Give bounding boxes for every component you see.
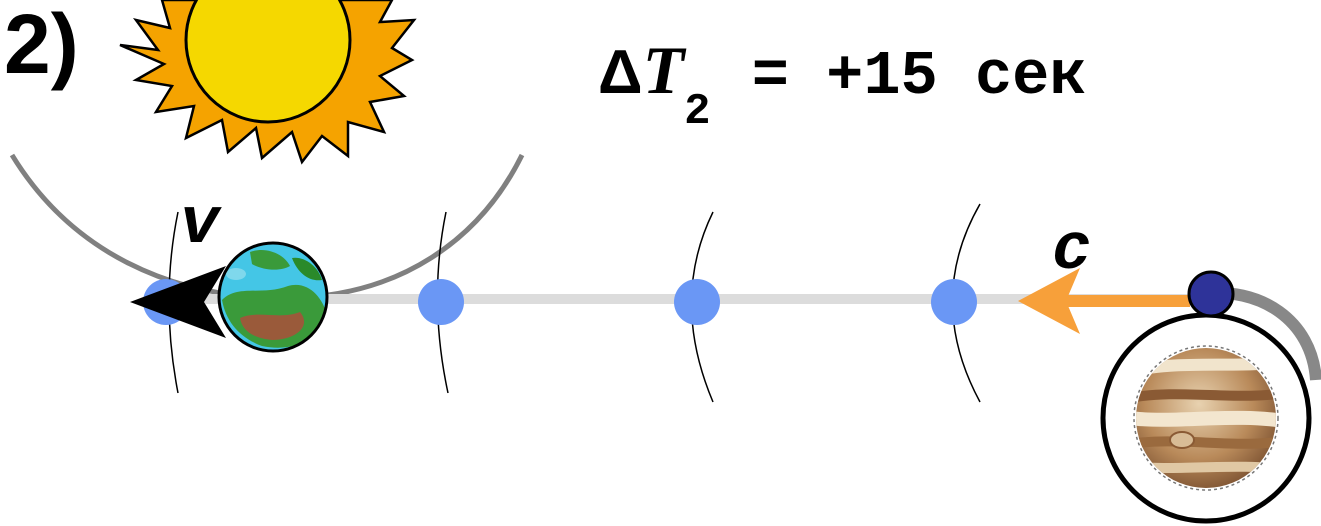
time-value: = +15 сек — [715, 41, 1087, 112]
step-number: 2) — [4, 2, 79, 86]
light-dot — [931, 279, 977, 325]
delta-symbol: Δ — [598, 38, 643, 107]
time-variable: T — [643, 32, 685, 108]
earth-icon — [219, 243, 328, 351]
jupiter-icon — [1130, 346, 1290, 490]
io-moon-icon — [1189, 272, 1233, 316]
sun-icon — [120, 0, 414, 162]
time-delay-formula: ΔT2 = +15 сек — [598, 36, 1087, 108]
time-subscript: 2 — [684, 87, 710, 137]
light-speed-label: c — [1052, 218, 1092, 284]
light-dot — [418, 279, 464, 325]
light-dot — [674, 279, 720, 325]
earth-velocity-label: v — [180, 192, 220, 258]
